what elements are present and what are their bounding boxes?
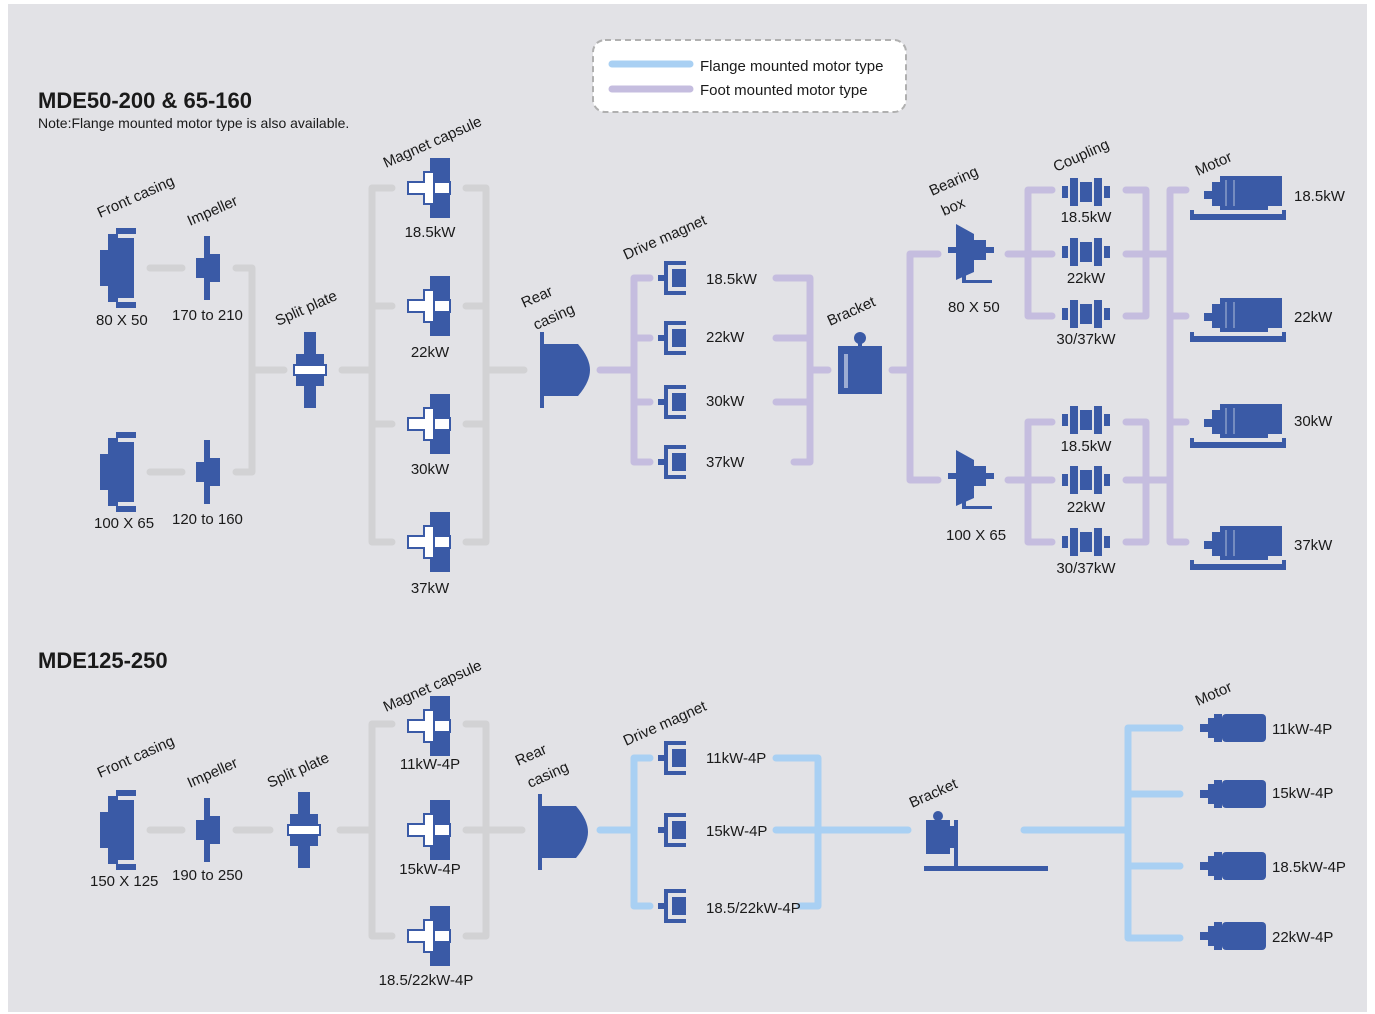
motor-15kw-4p-label: 15kW-4P bbox=[1272, 785, 1333, 802]
legend-foot-label: Foot mounted motor type bbox=[700, 82, 868, 99]
impeller-size-upper: 170 to 210 bbox=[172, 307, 243, 324]
section1-note: Note:Flange mounted motor type is also a… bbox=[38, 115, 349, 131]
front-casing-size-150x125: 150 X 125 bbox=[90, 873, 158, 890]
background-panel bbox=[8, 4, 1367, 1012]
drive-magnet-11kw-4p-label: 11kW-4P bbox=[706, 750, 766, 767]
motor-11kw-4p-label: 11kW-4P bbox=[1272, 721, 1332, 738]
drive-magnet-22kw-label: 22kW bbox=[706, 329, 745, 346]
section1-common-lines bbox=[146, 184, 528, 546]
motor-18-5kw-4p-label: 18.5kW-4P bbox=[1272, 859, 1346, 876]
bearing-box-size-100x65: 100 X 65 bbox=[946, 527, 1006, 544]
coupling-upper-22kw-label: 22kW bbox=[1067, 270, 1106, 287]
bearing-box-size-80x50: 80 X 50 bbox=[948, 299, 1000, 316]
legend-box bbox=[592, 39, 907, 113]
motor-37kw-label: 37kW bbox=[1294, 537, 1333, 554]
drive-magnet-30kw-label: 30kW bbox=[706, 393, 745, 410]
section1-foot-lines bbox=[596, 186, 1190, 546]
magnet-capsule-37kw-label: 37kW bbox=[411, 580, 450, 597]
magnet-capsule-18-5kw-label: 18.5kW bbox=[405, 224, 457, 241]
section2-flange-lines bbox=[596, 724, 1184, 942]
coupling-lower-30-37kw-label: 30/37kW bbox=[1056, 560, 1116, 577]
drive-magnet-18-5kw-label: 18.5kW bbox=[706, 271, 758, 288]
coupling-lower-18-5kw-label: 18.5kW bbox=[1061, 438, 1113, 455]
motor-flange-18-5kw-4p-icon bbox=[1200, 852, 1266, 880]
impeller-size-190-250: 190 to 250 bbox=[172, 867, 243, 884]
section2-title: MDE125-250 bbox=[38, 648, 168, 673]
motor-30kw-label: 30kW bbox=[1294, 413, 1333, 430]
bracket-flange-icon bbox=[924, 811, 1048, 871]
motor-flange-22kw-4p-icon bbox=[1200, 922, 1266, 950]
magnet-capsule-11kw-4p-label: 11kW-4P bbox=[400, 756, 460, 773]
front-casing-size-100x65: 100 X 65 bbox=[94, 515, 154, 532]
magnet-capsule-30kw-label: 30kW bbox=[411, 461, 450, 478]
section-mde50-200: MDE50-200 & 65-160 Note:Flange mounted m… bbox=[38, 88, 1346, 597]
legend-flange-label: Flange mounted motor type bbox=[700, 58, 883, 75]
magnet-capsule-15kw-4p-label: 15kW-4P bbox=[399, 861, 460, 878]
coupling-upper-30-37kw-label: 30/37kW bbox=[1056, 331, 1116, 348]
section2-common-lines bbox=[146, 720, 526, 940]
drive-magnet-37kw-label: 37kW bbox=[706, 454, 745, 471]
motor-flange-11kw-4p-icon bbox=[1200, 714, 1266, 742]
drive-magnet-18-5-22kw-4p-label: 18.5/22kW-4P bbox=[706, 900, 801, 917]
magnet-capsule-22kw-label: 22kW bbox=[411, 344, 450, 361]
motor-22kw-4p-label: 22kW-4P bbox=[1272, 929, 1333, 946]
coupling-lower-22kw-label: 22kW bbox=[1067, 499, 1106, 516]
legend: Flange mounted motor type Foot mounted m… bbox=[592, 39, 907, 113]
motor-flange-15kw-4p-icon bbox=[1200, 780, 1266, 808]
drive-magnet-15kw-4p-label: 15kW-4P bbox=[706, 823, 767, 840]
motor-22kw-label: 22kW bbox=[1294, 309, 1333, 326]
front-casing-size-80x50: 80 X 50 bbox=[96, 312, 148, 329]
motor-18-5kw-label: 18.5kW bbox=[1294, 188, 1346, 205]
magnet-capsule-18-5-22kw-4p-label: 18.5/22kW-4P bbox=[379, 972, 474, 989]
section1-title: MDE50-200 & 65-160 bbox=[38, 88, 252, 113]
impeller-size-lower: 120 to 160 bbox=[172, 511, 243, 528]
coupling-upper-18-5kw-label: 18.5kW bbox=[1061, 209, 1113, 226]
